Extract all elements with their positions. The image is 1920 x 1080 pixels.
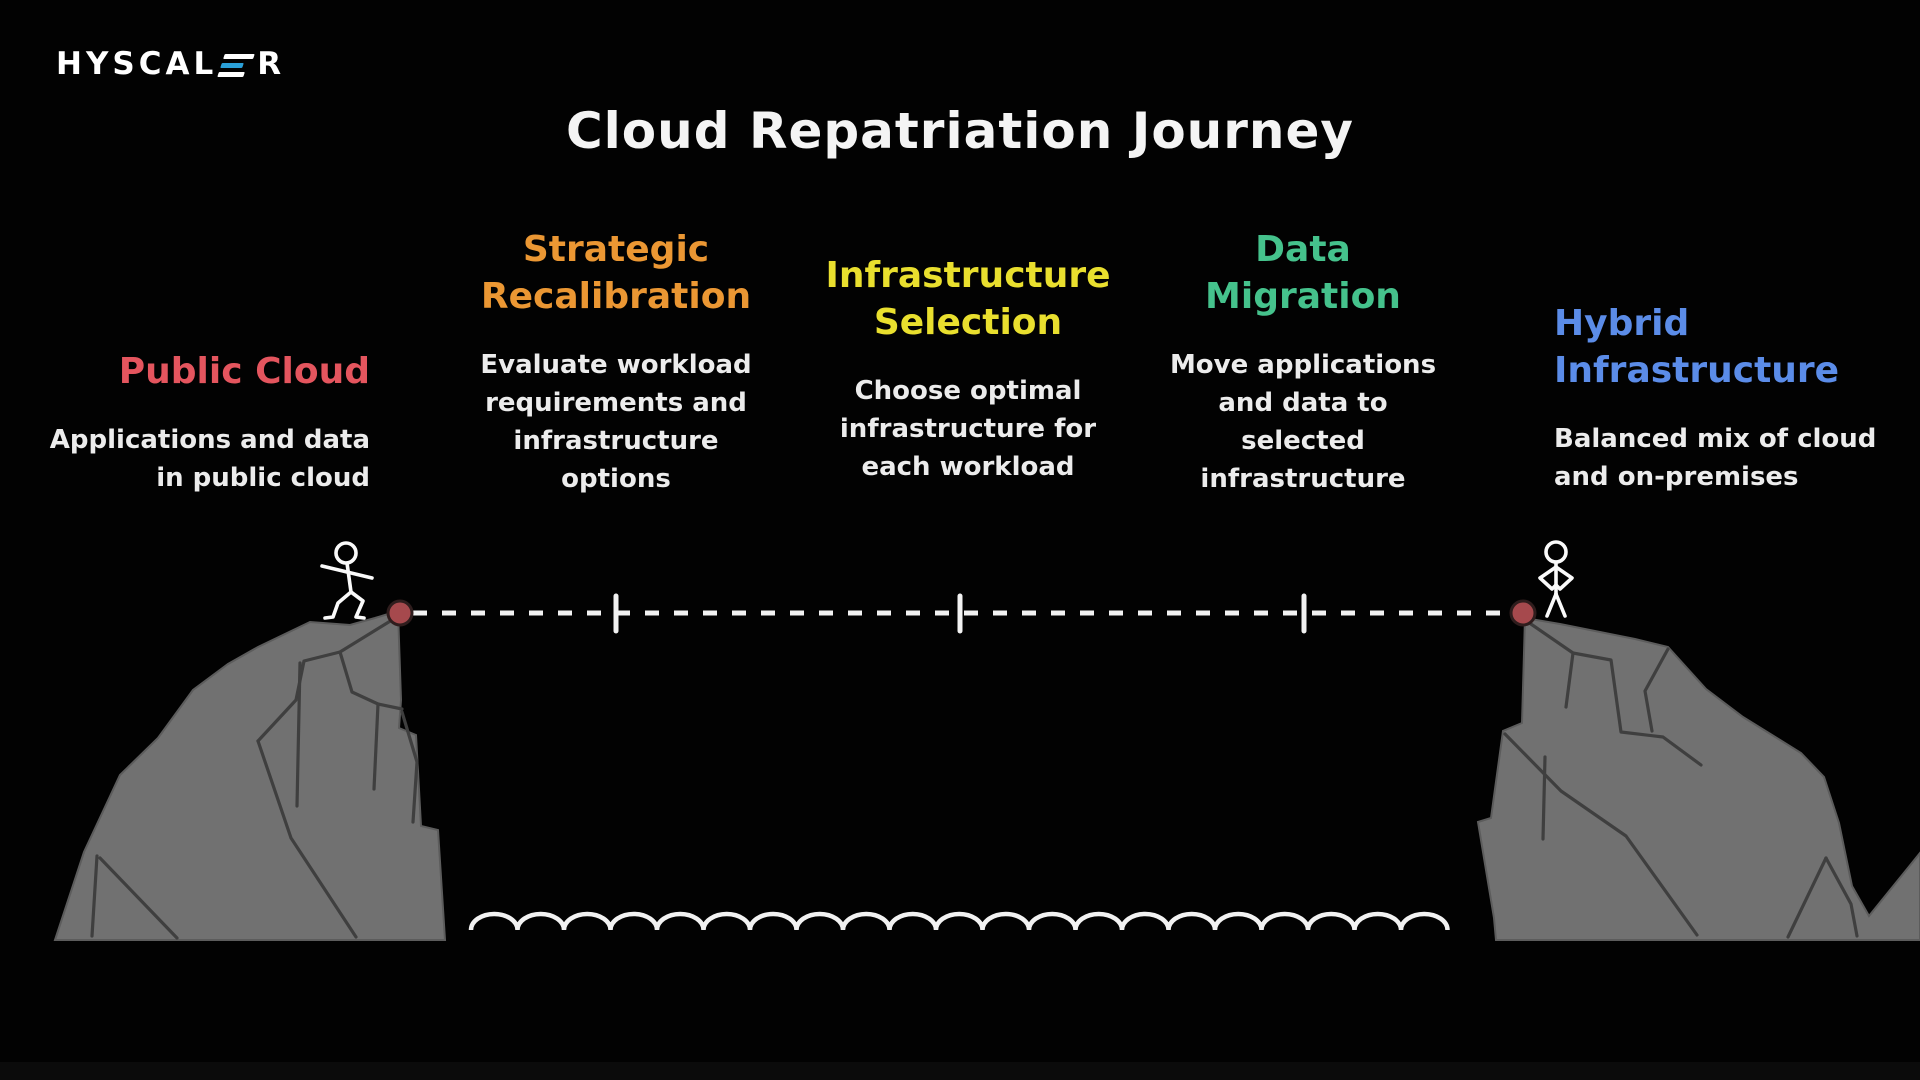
cliff-crack: [295, 661, 302, 808]
stage-desc-line: Balanced mix of cloud: [1554, 424, 1877, 454]
stage-desc-line: options: [561, 464, 671, 494]
stage-infrastructure-selection: Infrastructure Selection Choose optimal …: [768, 252, 1168, 486]
water-waves: [468, 911, 1450, 931]
stage-label: Hybrid Infrastructure: [1554, 303, 1840, 391]
stage-description: Choose optimal infrastructure for each w…: [768, 372, 1168, 486]
cliff-crack: [256, 618, 394, 743]
cliff-crack: [256, 739, 358, 939]
end-anchor: [1509, 599, 1537, 627]
cliff-crack: [1541, 755, 1547, 841]
stage-desc-line: and data to: [1218, 388, 1388, 418]
stage-desc-line: requirements and: [485, 388, 747, 418]
stage-description: Applications and data in public cloud: [10, 421, 370, 497]
journey-path: [386, 593, 1537, 634]
cliff-crack: [400, 710, 419, 824]
cliff-crack: [90, 854, 99, 938]
cliff-crack: [1643, 647, 1670, 733]
stage-strategic-recalibration: Strategic Recalibration Evaluate workloa…: [416, 226, 816, 498]
cliff-crack: [372, 702, 380, 791]
stage-desc-line: infrastructure: [513, 426, 719, 456]
stage-desc-line: Evaluate workload: [480, 350, 752, 380]
walking-stick-figure-icon: [320, 541, 374, 620]
brand-logo: HYSCAL R: [56, 46, 285, 82]
cliff-crack: [1786, 856, 1828, 939]
stage-desc-line: infrastructure: [1200, 464, 1406, 494]
stage-description: Move applications and data to selected i…: [1103, 346, 1503, 498]
stage-description: Balanced mix of cloud and on-premises: [1554, 420, 1920, 496]
page-title: Cloud Repatriation Journey: [565, 102, 1355, 160]
stage-label: Infrastructure Selection: [825, 255, 1111, 343]
stage-public-cloud: Public Cloud Applications and data in pu…: [10, 348, 370, 497]
cliff-crack: [98, 856, 179, 940]
stage-label: Public Cloud: [118, 351, 370, 392]
cliff-crack: [1503, 732, 1699, 937]
right-cliff: [1476, 616, 1920, 941]
stage-data-migration: Data Migration Move applications and dat…: [1103, 226, 1503, 498]
standing-stick-figure-icon: [1538, 540, 1574, 618]
left-cliff: [53, 609, 447, 941]
cliff-crack: [1824, 856, 1859, 938]
bottom-strip: [0, 1062, 1920, 1080]
stage-desc-line: Choose optimal: [854, 376, 1082, 406]
stage-hybrid-infrastructure: Hybrid Infrastructure Balanced mix of cl…: [1554, 300, 1920, 496]
logo-text-right: R: [257, 46, 286, 82]
stage-desc-line: each workload: [861, 452, 1075, 482]
stage-desc-line: and on-premises: [1554, 462, 1799, 492]
stage-desc-line: Move applications: [1169, 350, 1437, 380]
logo-text-left: HYSCAL: [56, 46, 218, 82]
stage-description: Evaluate workload requirements and infra…: [416, 346, 816, 498]
start-anchor: [386, 599, 414, 627]
stage-desc-line: in public cloud: [156, 463, 370, 493]
stage-desc-line: Applications and data: [49, 425, 370, 455]
cliff-crack: [338, 650, 404, 711]
stage-desc-line: infrastructure for: [839, 414, 1097, 444]
stage-desc-line: selected: [1241, 426, 1365, 456]
cliff-crack: [1571, 651, 1703, 767]
stage-label: Data Migration: [1205, 229, 1401, 317]
stage-label: Strategic Recalibration: [480, 229, 752, 317]
